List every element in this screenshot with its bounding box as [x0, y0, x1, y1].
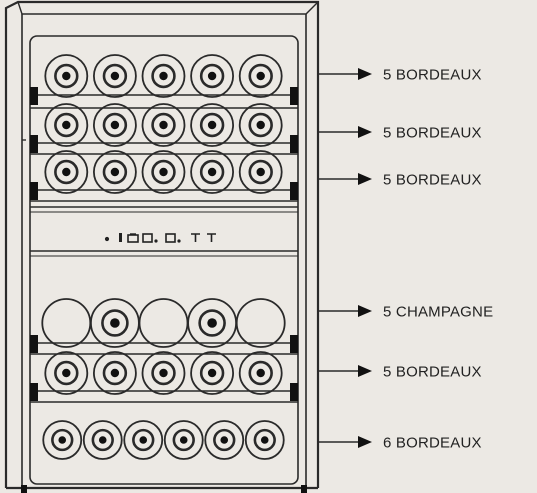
- capacity-label-row: 5 BORDEAUX: [318, 172, 482, 189]
- shelf-bracket-left: [30, 383, 38, 401]
- bottle-bordeaux: [141, 54, 186, 98]
- shelf-bracket-left: [30, 182, 38, 200]
- zone-icon: [191, 233, 216, 242]
- shelf-bracket-right: [290, 383, 298, 401]
- bottle-bordeaux: [93, 351, 137, 395]
- lock-icon: [127, 233, 139, 243]
- shelves: [30, 54, 298, 460]
- capacity-labels: 5 BORDEAUX 5 BORDEAUX 5 BORDEAUX 5 CHAMPAGN…: [318, 67, 493, 452]
- bottle-bordeaux: [44, 351, 89, 395]
- bottle-bordeaux: [123, 420, 164, 460]
- fan-icon: [165, 233, 181, 243]
- bottle-champagne: [90, 298, 140, 348]
- capacity-label-row: 5 BORDEAUX: [318, 67, 482, 84]
- thermometer-icon: [119, 233, 122, 242]
- bottle-bordeaux: [44, 150, 89, 194]
- arrow-head-icon: [358, 173, 372, 185]
- bottle-bordeaux: [190, 150, 235, 194]
- bottle-bordeaux: [42, 420, 83, 460]
- bottle-bordeaux: [82, 420, 123, 460]
- shelf-capacity-label: 5 BORDEAUX: [383, 364, 482, 381]
- shelf-row: [30, 103, 298, 155]
- left-foot: [21, 485, 27, 493]
- bottle-bordeaux: [190, 351, 235, 395]
- bottle-bordeaux: [238, 351, 283, 395]
- shelf-row: [30, 54, 298, 109]
- bottle-champagne: [187, 298, 238, 348]
- bottle-champagne: [235, 298, 286, 348]
- shelf-bracket-left: [30, 135, 38, 153]
- light-icon: [142, 233, 158, 243]
- shelf-bracket-left: [30, 335, 38, 353]
- arrow-head-icon: [358, 126, 372, 138]
- shelf-capacity-label: 5 BORDEAUX: [383, 125, 482, 142]
- bottle-bordeaux: [204, 420, 245, 460]
- right-foot: [301, 485, 307, 493]
- shelf-bracket-left: [30, 87, 38, 105]
- bottle-bordeaux: [238, 103, 283, 147]
- cabinet-top-bevel: [17, 1, 319, 15]
- dot-icon: [104, 236, 110, 242]
- shelf-row: [42, 420, 285, 460]
- shelf-capacity-label: 5 CHAMPAGNE: [383, 304, 493, 321]
- shelf-row: [30, 298, 298, 355]
- capacity-label-row: 5 BORDEAUX: [318, 125, 482, 142]
- bottle-bordeaux: [93, 103, 137, 147]
- arrow-head-icon: [358, 305, 372, 317]
- bottle-champagne: [41, 298, 92, 348]
- bottle-bordeaux: [238, 54, 283, 98]
- bottle-bordeaux: [190, 54, 235, 98]
- bottle-bordeaux: [244, 420, 285, 460]
- shelf-row: [30, 351, 298, 403]
- cabinet-interior: [29, 35, 299, 485]
- bottle-bordeaux: [190, 103, 235, 147]
- bottle-champagne: [138, 298, 189, 348]
- bottle-bordeaux: [44, 54, 89, 98]
- capacity-label-row: 5 BORDEAUX: [318, 364, 482, 381]
- shelf-bracket-right: [290, 335, 298, 353]
- bottle-bordeaux: [141, 150, 186, 194]
- shelf-capacity-label: 6 BORDEAUX: [383, 435, 482, 452]
- capacity-label-row: 6 BORDEAUX: [318, 435, 482, 452]
- bottle-bordeaux: [93, 150, 137, 194]
- bottle-bordeaux: [44, 103, 89, 147]
- cabinet-inner-frame: [21, 14, 307, 486]
- shelf-capacity-label: 5 BORDEAUX: [383, 172, 482, 189]
- control-panel: [30, 206, 298, 257]
- control-icons: [104, 233, 216, 243]
- bottle-bordeaux: [163, 420, 204, 460]
- arrow-head-icon: [358, 365, 372, 377]
- arrow-head-icon: [358, 68, 372, 80]
- bottle-bordeaux: [93, 54, 137, 98]
- shelf-row: [30, 150, 298, 202]
- bottle-bordeaux: [141, 103, 186, 147]
- shelf-capacity-label: 5 BORDEAUX: [383, 67, 482, 84]
- shelf-bracket-right: [290, 182, 298, 200]
- cabinet: [4, 0, 320, 493]
- bottle-bordeaux: [141, 351, 186, 395]
- shelf-bracket-right: [290, 135, 298, 153]
- shelf-bracket-right: [290, 87, 298, 105]
- arrow-head-icon: [358, 436, 372, 448]
- capacity-label-row: 5 CHAMPAGNE: [318, 304, 493, 321]
- bottle-bordeaux: [238, 150, 283, 194]
